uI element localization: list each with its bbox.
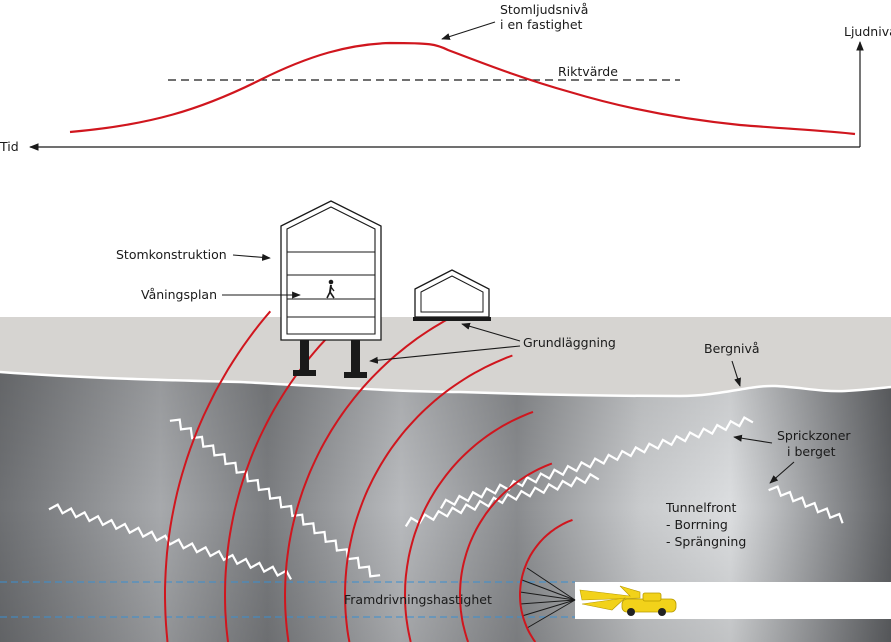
sound-level-curve: [69, 41, 856, 136]
time-axis-label: Tid: [0, 139, 19, 154]
tunnel-front-line3: - Sprängning: [666, 534, 746, 549]
vibration-wave-arc: [283, 310, 464, 642]
curve-label-line2: i en fastighet: [500, 17, 583, 32]
vibration-wave-arc: [459, 462, 553, 642]
level-axis-label: Ljudnivå: [844, 24, 891, 39]
bedrock-shade: [0, 372, 891, 642]
fracture-zones: [48, 415, 844, 580]
floor-label: Våningsplan: [141, 287, 217, 302]
fracture-label-line2: i berget: [787, 444, 836, 459]
bedrock-label: Bergnivå: [704, 341, 760, 356]
foundation-pillar: [351, 340, 360, 372]
vibration-waves-all: [164, 307, 573, 642]
sound-level-graph: Tid Ljudnivå Riktvärde Stomljudsnivå i e…: [0, 2, 891, 154]
foundation-pillar: [300, 340, 309, 370]
blast-rays: [519, 567, 576, 629]
advance-speed-label: Framdrivningshastighet: [344, 592, 492, 607]
curve-label-arrow: [441, 21, 496, 40]
foundation-label: Grundläggning: [523, 335, 616, 350]
fracture-zone: [169, 418, 381, 578]
vibration-wave-arc: [223, 307, 360, 642]
bedrock-line: [0, 370, 891, 398]
vibration-wave-arc: [343, 354, 513, 642]
tunnel-front-line1: Tunnelfront: [665, 500, 737, 515]
structure-label: Stomkonstruktion: [116, 247, 227, 262]
tunnel-front-line2: - Borrning: [666, 517, 728, 532]
labels: Stomkonstruktion Våningsplan Grundläggni…: [116, 247, 851, 607]
tall-building: [280, 200, 382, 378]
fracture-zone: [768, 485, 844, 524]
drill-rig-icon: [579, 585, 677, 616]
vibration-wave-arc: [519, 518, 573, 642]
ground-section: [0, 307, 891, 642]
fracture-zone: [439, 415, 754, 509]
threshold-label: Riktvärde: [558, 64, 618, 79]
vibration-wave-arc: [164, 310, 272, 642]
small-building: [413, 269, 491, 321]
fracture-label-line1: Sprickzoner: [777, 428, 851, 443]
curve-label-line1: Stomljudsnivå: [500, 2, 588, 17]
vibration-wave-arc: [403, 410, 534, 642]
person-icon: [326, 279, 335, 299]
fracture-zone: [48, 503, 292, 580]
fracture-zone: [404, 472, 600, 527]
